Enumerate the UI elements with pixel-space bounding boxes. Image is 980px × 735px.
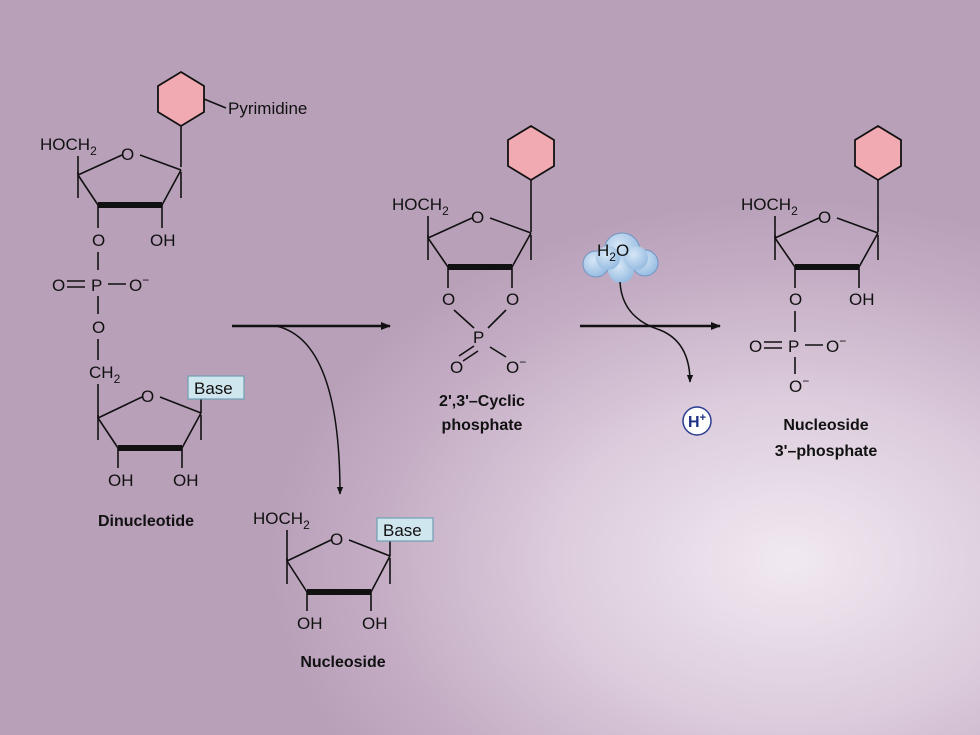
- cyclic-oxygen-3prime: O: [506, 290, 519, 309]
- hydroxyl-left-2: OH: [297, 614, 323, 633]
- hoch2-label-4: HOCH: [741, 195, 791, 214]
- pyrimidine-ring: [157, 70, 205, 128]
- ring-oxygen-4: O: [471, 208, 484, 227]
- base-box: [187, 375, 245, 400]
- minus-charge-2: −: [519, 355, 526, 369]
- cyclic-oxygen-2prime: O: [442, 290, 455, 309]
- ring-oxygen-5: O: [818, 208, 831, 227]
- proton-h: H: [688, 414, 700, 431]
- proton-badge: H+: [682, 406, 712, 436]
- svg-text:O−: O−: [789, 374, 809, 396]
- phosphate-oxygen-minus-2: O: [826, 337, 839, 356]
- phosphorus-2: P: [473, 328, 484, 347]
- n3p-caption-line1: Nucleoside: [783, 417, 868, 434]
- dinucleotide-structure: Pyrimidine HOCH2 O OH O O P O− O CH2 O: [40, 70, 307, 530]
- svg-text:HOCH2: HOCH2: [253, 509, 310, 532]
- water-h: H: [597, 241, 609, 260]
- phosphate-oxygen-minus: O: [129, 276, 142, 295]
- minus-charge: −: [142, 273, 149, 287]
- ring-oxygen: O: [121, 145, 134, 164]
- phosphorus: P: [91, 276, 102, 295]
- dinucleotide-caption: Dinucleotide: [98, 513, 194, 530]
- minus-charge-4: −: [802, 374, 809, 388]
- cyclic-caption-line1: 2',3'–Cyclic: [439, 393, 525, 410]
- oxygen-5prime: O: [92, 318, 105, 337]
- ring-oxygen-2: O: [141, 387, 154, 406]
- proton-plus: +: [700, 412, 706, 424]
- phosphate-oxygen-double-2: O: [749, 337, 762, 356]
- cyclic-caption-line2: phosphate: [442, 417, 523, 434]
- ring-oxygen-3: O: [330, 530, 343, 549]
- svg-text:H2O: H2O: [597, 241, 629, 264]
- cyclic-oxygen-double: O: [450, 358, 463, 377]
- hoch2-subscript: 2: [90, 144, 97, 158]
- nucleoside-structure: HOCH2 O Base OH OH Nucleoside: [253, 509, 434, 671]
- hoch2-label: HOCH: [40, 135, 90, 154]
- hoch2-subscript-3: 2: [442, 204, 449, 218]
- cyclic-phosphate-structure: HOCH2 O O O P O O− 2',3'–Cyclic phosphat…: [392, 124, 555, 434]
- svg-text:CH2: CH2: [89, 363, 121, 386]
- base-label-2: Base: [383, 521, 422, 540]
- branch-arrow-nucleoside: [275, 325, 344, 495]
- nucleoside-caption: Nucleoside: [300, 654, 385, 671]
- base-label: Base: [194, 379, 233, 398]
- pyrimidine-ring-3: [854, 124, 902, 182]
- svg-text:HOCH2: HOCH2: [40, 135, 97, 158]
- minus-charge-3: −: [839, 334, 846, 348]
- hoch2-label-2: HOCH: [253, 509, 303, 528]
- svg-text:O−: O−: [129, 273, 149, 295]
- hydroxyl-right: OH: [173, 471, 199, 490]
- base-box-2: [376, 517, 434, 542]
- hoch2-subscript-4: 2: [791, 204, 798, 218]
- hydroxyl-2prime-2: OH: [849, 290, 875, 309]
- svg-text:O−: O−: [826, 334, 846, 356]
- water-cloud: H2O: [582, 232, 659, 283]
- oxygen-3prime: O: [92, 231, 105, 250]
- hydroxyl-2prime: OH: [150, 231, 176, 250]
- hydroxyl-right-2: OH: [362, 614, 388, 633]
- svg-text:O−: O−: [506, 355, 526, 377]
- water-o: O: [616, 241, 629, 260]
- svg-text:HOCH2: HOCH2: [741, 195, 798, 218]
- phosphorus-3: P: [788, 337, 799, 356]
- cyclic-oxygen-minus: O: [506, 358, 519, 377]
- nucleoside-3-phosphate-structure: HOCH2 O O OH O P O− O− Nucleoside 3'–pho…: [741, 124, 902, 460]
- hoch2-label-3: HOCH: [392, 195, 442, 214]
- pyrimidine-ring-2: [507, 124, 555, 182]
- svg-text:H+: H+: [688, 412, 706, 431]
- hydroxyl-left: OH: [108, 471, 134, 490]
- hoch2-subscript-2: 2: [303, 518, 310, 532]
- phosphate-oxygen-double: O: [52, 276, 65, 295]
- svg-text:HOCH2: HOCH2: [392, 195, 449, 218]
- n3p-caption-line2: 3'–phosphate: [775, 443, 878, 460]
- phosphate-oxygen-minus-3: O: [789, 377, 802, 396]
- water-subscript: 2: [609, 250, 616, 264]
- water-curve-arrow: [619, 281, 694, 383]
- ch2-label: CH: [89, 363, 114, 382]
- oxygen-3prime-2: O: [789, 290, 802, 309]
- ch2-subscript: 2: [114, 372, 121, 386]
- pyrimidine-label: Pyrimidine: [228, 99, 307, 118]
